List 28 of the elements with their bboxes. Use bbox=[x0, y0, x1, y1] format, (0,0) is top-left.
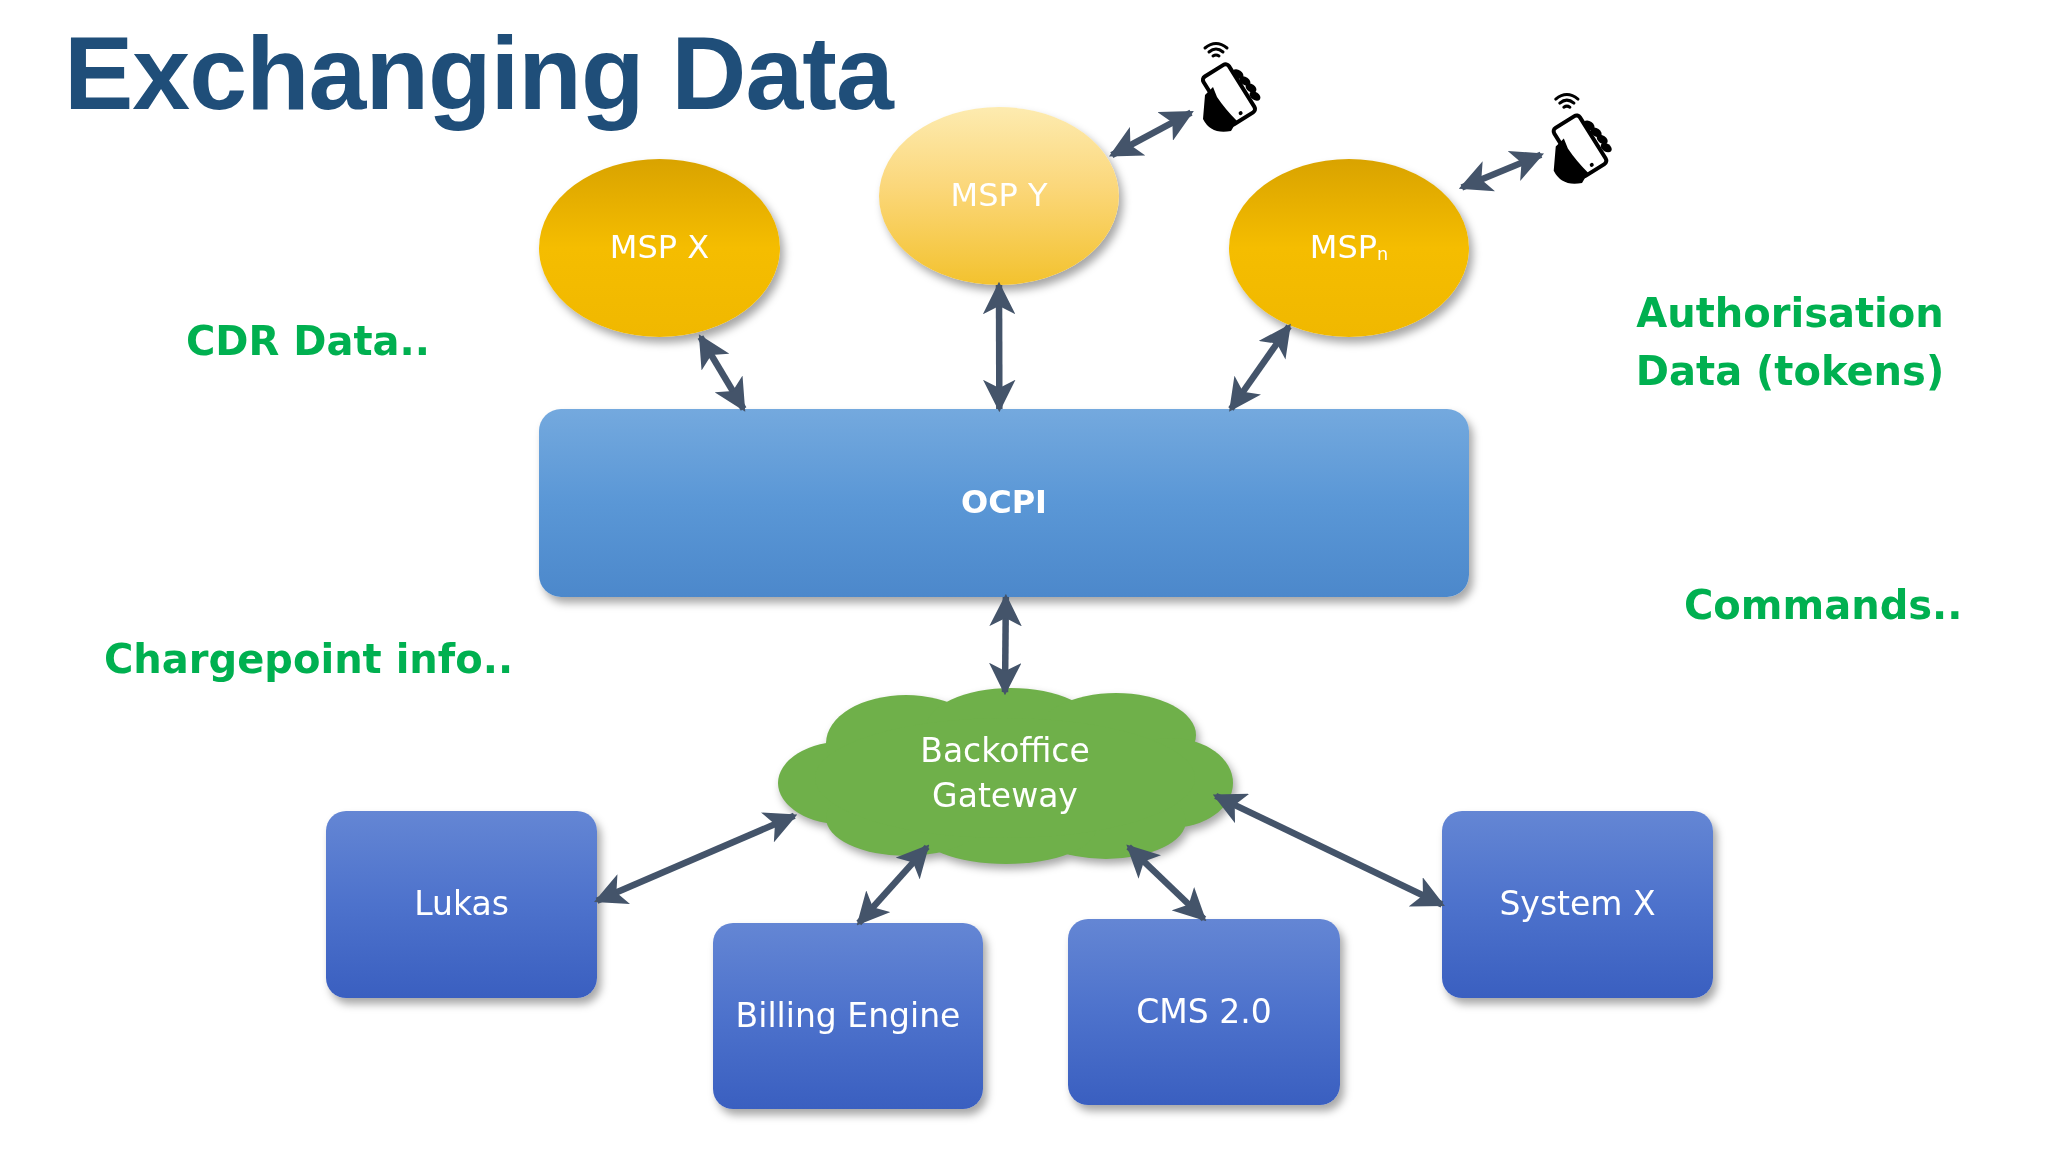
double-arrow bbox=[1126, 844, 1207, 922]
node-label: OCPI bbox=[959, 482, 1048, 524]
node-label: CMS 2.0 bbox=[1135, 990, 1273, 1033]
double-arrow bbox=[856, 844, 930, 926]
system-box bbox=[713, 923, 983, 1109]
protocol-bar bbox=[539, 409, 1469, 597]
double-arrow bbox=[594, 812, 798, 905]
double-arrow bbox=[989, 593, 1022, 696]
title: Exchanging Data bbox=[64, 14, 893, 133]
note-text: Authorisation Data (tokens) bbox=[1634, 289, 1946, 396]
node-label: MSP X bbox=[608, 227, 711, 269]
node-label: MSP Y bbox=[949, 175, 1049, 217]
system-box bbox=[1442, 811, 1713, 998]
double-arrow bbox=[1212, 792, 1445, 908]
double-arrow bbox=[1228, 323, 1292, 412]
node-label: System X bbox=[1498, 883, 1657, 926]
system-box bbox=[326, 811, 597, 998]
double-arrow bbox=[1458, 150, 1544, 192]
double-arrow bbox=[697, 334, 747, 412]
note-text: CDR Data.. bbox=[186, 317, 430, 366]
note-text: Commands.. bbox=[1684, 581, 1963, 630]
node-label: Backoffice Gateway bbox=[919, 730, 1091, 817]
double-arrow bbox=[982, 281, 1016, 413]
node-label: Billing Engine bbox=[734, 994, 962, 1037]
note-text: Chargepoint info.. bbox=[104, 635, 514, 684]
node-label: Lukas bbox=[413, 883, 510, 926]
system-box bbox=[1068, 919, 1340, 1105]
double-arrow bbox=[1108, 109, 1194, 158]
